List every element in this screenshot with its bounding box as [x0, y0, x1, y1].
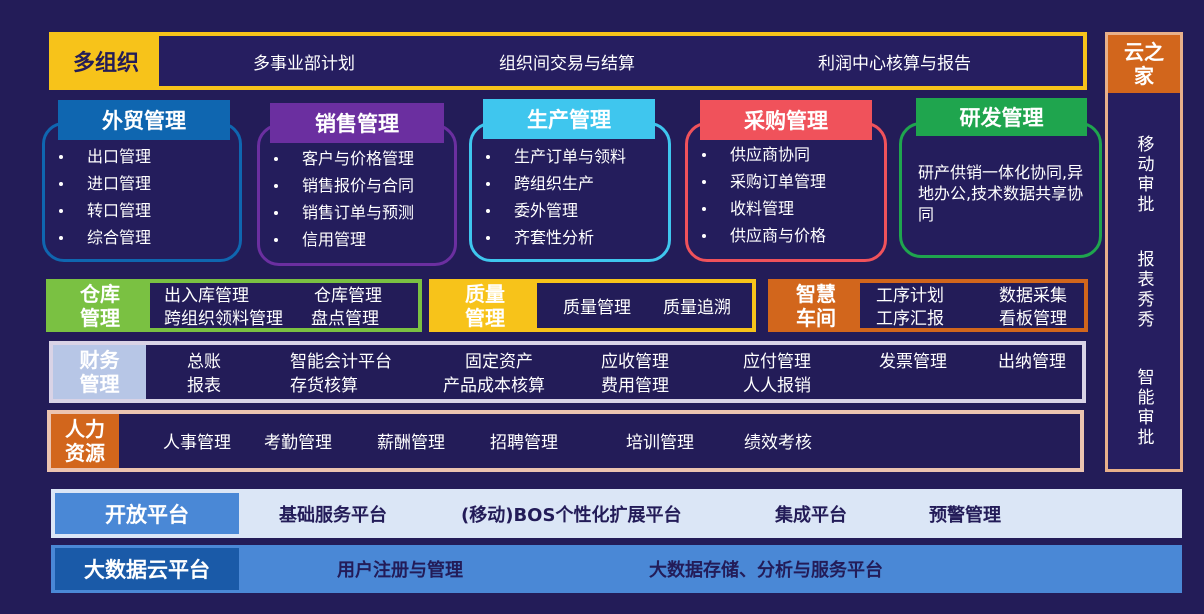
production-title: 生产管理	[483, 99, 655, 139]
hr-item: 培训管理	[626, 433, 694, 453]
cloud-home-title-text: 云之家	[1124, 40, 1164, 88]
cloud-home-title: 云之家	[1108, 35, 1180, 93]
foreign-trade-card: 出口管理 进口管理 转口管理 综合管理	[42, 122, 242, 262]
multi-org-item: 利润中心核算与报告	[818, 53, 971, 74]
multi-org-item: 组织间交易与结算	[499, 53, 635, 74]
purchase-title: 采购管理	[700, 100, 872, 140]
finance-item: 固定资产	[465, 352, 533, 372]
smart-workshop-item: 工序汇报	[876, 309, 944, 329]
smart-workshop-item: 看板管理	[999, 309, 1067, 329]
list-item: 齐套性分析	[486, 224, 626, 251]
hr-item: 薪酬管理	[377, 433, 445, 453]
purchase-card: 供应商协同 采购订单管理 收料管理 供应商与价格	[685, 122, 887, 262]
foreign-trade-title: 外贸管理	[58, 100, 230, 140]
hr-item: 考勤管理	[264, 433, 332, 453]
bigdata-platform-bar: 大数据云平台 用户注册与管理 大数据存储、分析与服务平台	[51, 545, 1182, 593]
rnd-card: 研产供销一体化协同,异地办公,技术数据共享协同	[899, 122, 1102, 258]
hr-item: 招聘管理	[490, 433, 558, 453]
bigdata-platform-item: 大数据存储、分析与服务平台	[649, 560, 883, 581]
finance-item: 总账	[187, 352, 221, 372]
sales-title: 销售管理	[270, 103, 444, 143]
list-item: 采购订单管理	[702, 168, 826, 195]
cloud-home-item: 智能审批	[1133, 368, 1154, 448]
smart-workshop-title: 智慧车间	[772, 282, 860, 330]
finance-item: 发票管理	[879, 352, 947, 372]
finance-item: 应付管理	[743, 352, 811, 372]
finance-item: 出纳管理	[998, 352, 1066, 372]
list-item: 收料管理	[702, 195, 826, 222]
multi-org-item: 多事业部计划	[253, 53, 355, 74]
list-item: 综合管理	[59, 224, 151, 251]
list-item: 销售报价与合同	[274, 172, 414, 199]
finance-item: 智能会计平台	[290, 352, 392, 372]
quality-item: 质量管理	[563, 298, 631, 318]
smart-workshop-item: 工序计划	[876, 286, 944, 306]
finance-item: 存货核算	[290, 376, 358, 396]
hr-item: 人事管理	[163, 433, 231, 453]
hr-row: 人力资源 人事管理 考勤管理 薪酬管理 招聘管理 培训管理 绩效考核	[47, 410, 1084, 472]
multi-org-title: 多组织	[53, 36, 159, 86]
list-item: 跨组织生产	[486, 170, 626, 197]
smart-workshop-item: 数据采集	[999, 286, 1067, 306]
open-platform-item: (移动)BOS个性化扩展平台	[461, 504, 682, 526]
hr-item: 绩效考核	[744, 433, 812, 453]
list-item: 信用管理	[274, 226, 414, 253]
warehouse-title: 仓库管理	[50, 282, 150, 330]
list-item: 销售订单与预测	[274, 199, 414, 226]
rnd-description: 研产供销一体化协同,异地办公,技术数据共享协同	[918, 163, 1084, 224]
sales-card: 客户与价格管理 销售报价与合同 销售订单与预测 信用管理	[257, 124, 457, 266]
cloud-home-item: 移动审批	[1133, 135, 1154, 215]
warehouse-item: 跨组织领料管理	[164, 309, 283, 329]
open-platform-item: 预警管理	[929, 504, 1001, 526]
list-item: 供应商与价格	[702, 222, 826, 249]
finance-item: 产品成本核算	[443, 376, 545, 396]
smart-workshop-row: 智慧车间 工序计划 数据采集 工序汇报 看板管理	[768, 279, 1088, 332]
finance-item: 人人报销	[743, 376, 811, 396]
open-platform-bar: 开放平台 基础服务平台 (移动)BOS个性化扩展平台 集成平台 预警管理	[51, 489, 1182, 538]
warehouse-item: 出入库管理	[164, 286, 249, 306]
multi-org-row: 多组织 多事业部计划 组织间交易与结算 利润中心核算与报告	[49, 32, 1087, 90]
quality-title: 质量管理	[433, 282, 537, 330]
open-platform-title: 开放平台	[55, 493, 239, 534]
open-platform-item: 基础服务平台	[279, 504, 387, 526]
quality-item: 质量追溯	[663, 298, 731, 318]
quality-row: 质量管理 质量管理 质量追溯	[429, 279, 756, 332]
list-item: 生产订单与领料	[486, 143, 626, 170]
warehouse-row: 仓库管理 出入库管理 仓库管理 跨组织领料管理 盘点管理	[46, 279, 422, 332]
list-item: 供应商协同	[702, 141, 826, 168]
rnd-title: 研发管理	[916, 98, 1087, 136]
bigdata-platform-title: 大数据云平台	[55, 548, 239, 590]
warehouse-item: 盘点管理	[311, 309, 379, 329]
cloud-home-item: 报表秀秀	[1133, 250, 1154, 330]
finance-row: 财务管理 总账 报表 智能会计平台 存货核算 固定资产 产品成本核算 应收管理 …	[49, 341, 1086, 403]
list-item: 客户与价格管理	[274, 145, 414, 172]
bigdata-platform-item: 用户注册与管理	[337, 560, 463, 581]
hr-title: 人力资源	[51, 414, 119, 468]
list-item: 进口管理	[59, 170, 151, 197]
cloud-home-column: 云之家 移动审批 报表秀秀 智能审批	[1105, 32, 1183, 472]
finance-item: 费用管理	[601, 376, 669, 396]
list-item: 出口管理	[59, 143, 151, 170]
list-item: 委外管理	[486, 197, 626, 224]
list-item: 转口管理	[59, 197, 151, 224]
finance-item: 报表	[187, 376, 221, 396]
open-platform-item: 集成平台	[775, 504, 847, 526]
production-card: 生产订单与领料 跨组织生产 委外管理 齐套性分析	[469, 122, 671, 262]
warehouse-item: 仓库管理	[314, 286, 382, 306]
finance-item: 应收管理	[601, 352, 669, 372]
finance-title: 财务管理	[53, 345, 146, 399]
